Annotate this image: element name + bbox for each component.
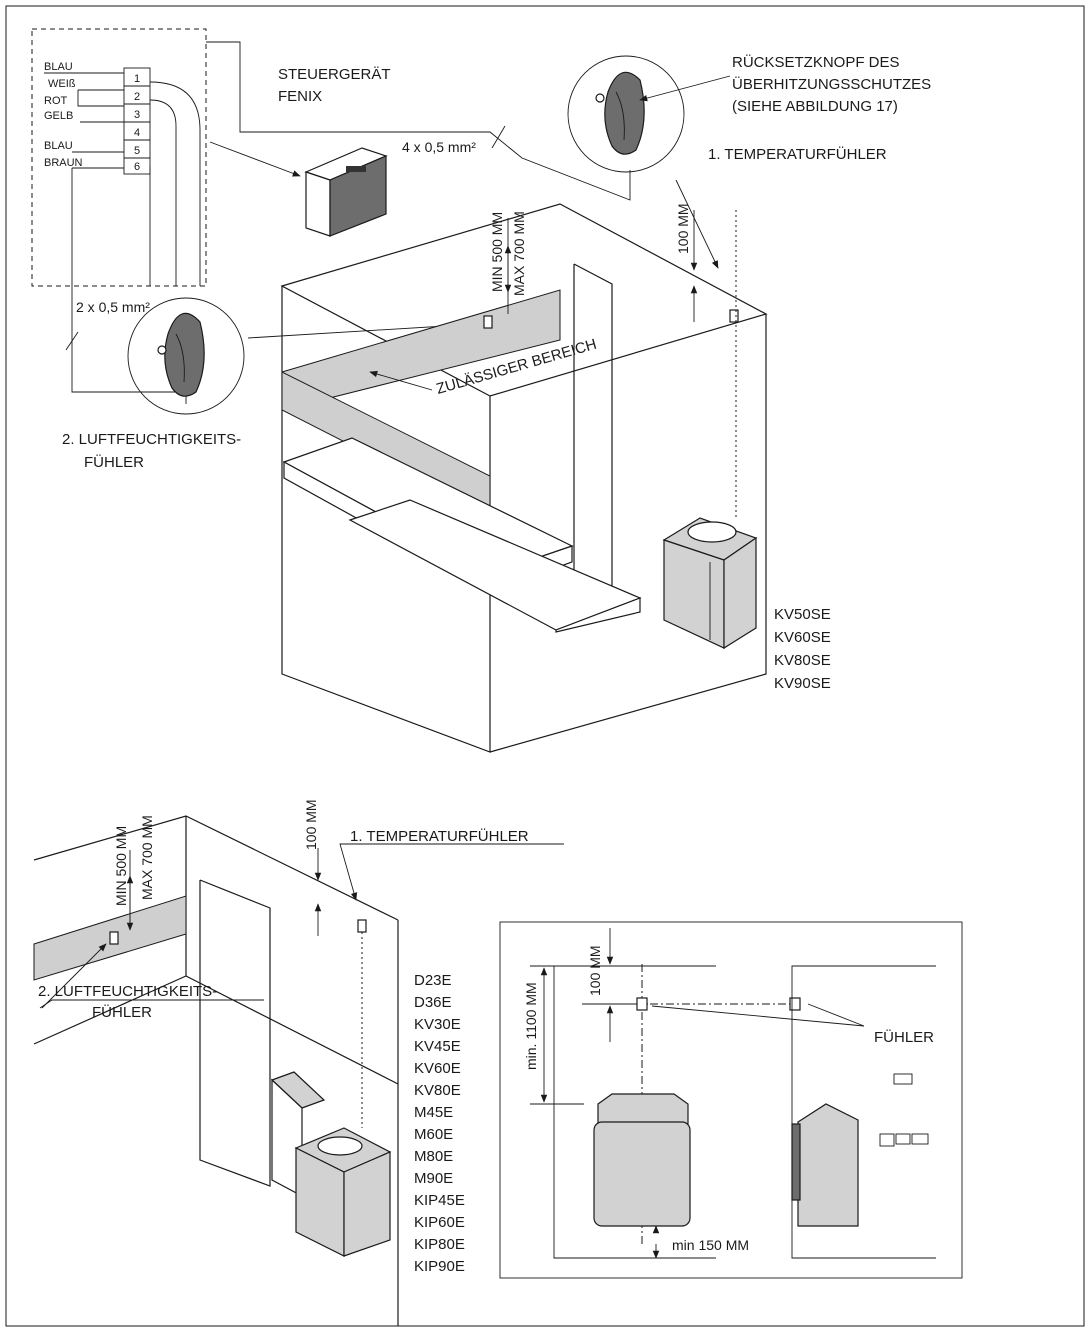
model-bottom-10: M90E <box>414 1170 453 1187</box>
terminal-1: 1 <box>134 73 140 85</box>
wiring-terminal-box: 1 2 3 4 5 6 BLAU WEIß ROT GELB BLAU BRAU… <box>31 28 207 287</box>
model-top-2: KV60SE <box>774 629 831 646</box>
dim-150: min 150 MM <box>672 1237 749 1253</box>
sauna-room-bottom-left <box>33 815 399 1326</box>
model-bottom-11: KIP45E <box>414 1192 465 1209</box>
terminal-4: 4 <box>134 127 140 139</box>
reset-label-1: RÜCKSETZKNOPF DES <box>732 53 900 71</box>
dim-100-detail: 100 MM <box>587 945 603 996</box>
humidity-label-bottom-1: 2. LUFTFEUCHTIGKEITS- <box>38 983 217 1000</box>
model-bottom-3: KV30E <box>414 1016 461 1033</box>
wire-label-3: ROT <box>44 95 68 107</box>
model-bottom-4: KV45E <box>414 1038 461 1055</box>
wire-label-1: BLAU <box>44 61 73 73</box>
control-unit-label-1: STEUERGERÄT <box>278 66 391 83</box>
wire-label-2: WEIß <box>48 78 76 90</box>
model-top-4: KV90SE <box>774 675 831 692</box>
humidity-label-top-2: FÜHLER <box>84 453 144 471</box>
cable-4-label: 4 x 0,5 mm² <box>402 139 476 155</box>
reset-label-3: (SIEHE ABBILDUNG 17) <box>732 98 898 115</box>
control-unit-fenix <box>304 147 388 237</box>
model-bottom-12: KIP60E <box>414 1214 465 1231</box>
temp-sensor-label-bottom: 1. TEMPERATURFÜHLER <box>350 827 529 845</box>
sauna-room-top <box>280 203 768 753</box>
temp-sensor-label-top: 1. TEMPERATURFÜHLER <box>708 145 887 163</box>
cable-to-humidity-sensor <box>71 168 187 404</box>
model-bottom-6: KV80E <box>414 1082 461 1099</box>
terminal-3: 3 <box>134 109 140 121</box>
wire-label-6: BRAUN <box>44 157 83 169</box>
model-top-3: KV80SE <box>774 652 831 669</box>
humidity-label-bottom-2: FÜHLER <box>92 1003 152 1021</box>
sensor-label-detail: FÜHLER <box>874 1028 934 1046</box>
wire-label-4: GELB <box>44 110 73 122</box>
control-unit-label-2: FENIX <box>278 88 322 105</box>
clearance-detail-panel <box>499 921 963 1279</box>
reset-label-2: ÜBERHITZUNGSSCHUTZES <box>732 75 931 93</box>
min-dim-bottom: MIN 500 MM <box>113 826 129 906</box>
temp-sensor-magnifier <box>567 55 685 173</box>
min-dim-top: MIN 500 MM <box>489 212 505 292</box>
terminal-5: 5 <box>134 145 140 157</box>
model-bottom-14: KIP90E <box>414 1258 465 1275</box>
humidity-sensor-magnifier <box>127 297 245 415</box>
max-dim-bottom: MAX 700 MM <box>139 815 155 900</box>
model-bottom-8: M60E <box>414 1126 453 1143</box>
terminal-2: 2 <box>134 91 140 103</box>
humidity-label-top-1: 2. LUFTFEUCHTIGKEITS- <box>62 431 241 448</box>
model-bottom-13: KIP80E <box>414 1236 465 1253</box>
model-top-1: KV50SE <box>774 606 831 623</box>
model-bottom-7: M45E <box>414 1104 453 1121</box>
terminal-6: 6 <box>134 161 140 173</box>
page-frame <box>5 5 1085 1327</box>
model-bottom-1: D23E <box>414 972 452 989</box>
model-bottom-2: D36E <box>414 994 452 1011</box>
model-bottom-5: KV60E <box>414 1060 461 1077</box>
max-dim-top: MAX 700 MM <box>511 211 527 296</box>
dim-1100: min. 1100 MM <box>523 982 539 1070</box>
dim-100-bottom: 100 MM <box>303 799 319 850</box>
wire-label-5: BLAU <box>44 140 73 152</box>
cable-to-temp-sensor <box>206 41 631 201</box>
dim-100-top: 100 MM <box>675 203 691 254</box>
cable-2-label: 2 x 0,5 mm² <box>76 299 150 315</box>
model-bottom-9: M80E <box>414 1148 453 1165</box>
